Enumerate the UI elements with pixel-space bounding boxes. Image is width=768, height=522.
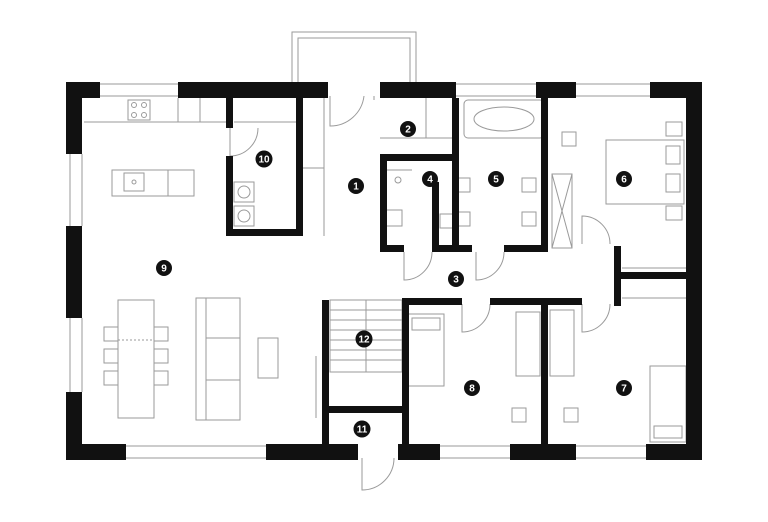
svg-text:2: 2: [405, 125, 411, 136]
svg-text:5: 5: [493, 175, 499, 186]
door-bedroom-7: [581, 303, 611, 333]
door-bedroom-6: [581, 215, 611, 245]
svg-text:6: 6: [621, 175, 627, 186]
walls: [66, 82, 702, 460]
door-wc: [403, 251, 433, 281]
wardrobe: [551, 173, 573, 249]
balcony-outline: [291, 31, 417, 82]
kitchen-island: [111, 169, 195, 197]
svg-text:4: 4: [427, 175, 433, 186]
sink-icon: [123, 172, 145, 192]
room-label-11: 11: [353, 420, 371, 438]
room-label-8: 8: [464, 380, 480, 396]
room-labels: 1 2 3 4 5 6 7 8 9 10 11 12: [156, 121, 632, 438]
room-label-4: 4: [422, 171, 438, 187]
svg-text:7: 7: [621, 384, 627, 395]
svg-text:10: 10: [258, 155, 270, 166]
room-label-6: 6: [616, 171, 632, 187]
room-label-5: 5: [488, 171, 504, 187]
coffee-table: [257, 337, 279, 379]
svg-text:12: 12: [358, 335, 370, 346]
room-label-10: 10: [255, 150, 273, 168]
door-exit: [361, 457, 395, 491]
svg-text:9: 9: [161, 264, 167, 275]
room-label-12: 12: [355, 330, 373, 348]
door-bedroom-8: [461, 303, 491, 333]
room-label-9: 9: [156, 260, 172, 276]
sofa: [195, 297, 241, 421]
door-bath: [475, 251, 505, 281]
svg-text:3: 3: [453, 275, 459, 286]
door-entrance: [329, 95, 365, 127]
bed-double: [605, 139, 685, 205]
room-label-1: 1: [348, 178, 364, 194]
cooktop-icon: [127, 99, 151, 121]
furniture-lines: [69, 31, 687, 491]
svg-text:11: 11: [357, 425, 368, 436]
svg-text:8: 8: [469, 384, 475, 395]
dryer-icon: [233, 205, 255, 227]
svg-text:1: 1: [353, 182, 359, 193]
door-laundry: [229, 127, 259, 157]
room-label-7: 7: [616, 380, 632, 396]
room-label-2: 2: [400, 121, 416, 137]
washer-icon: [233, 181, 255, 203]
room-label-3: 3: [448, 271, 464, 287]
